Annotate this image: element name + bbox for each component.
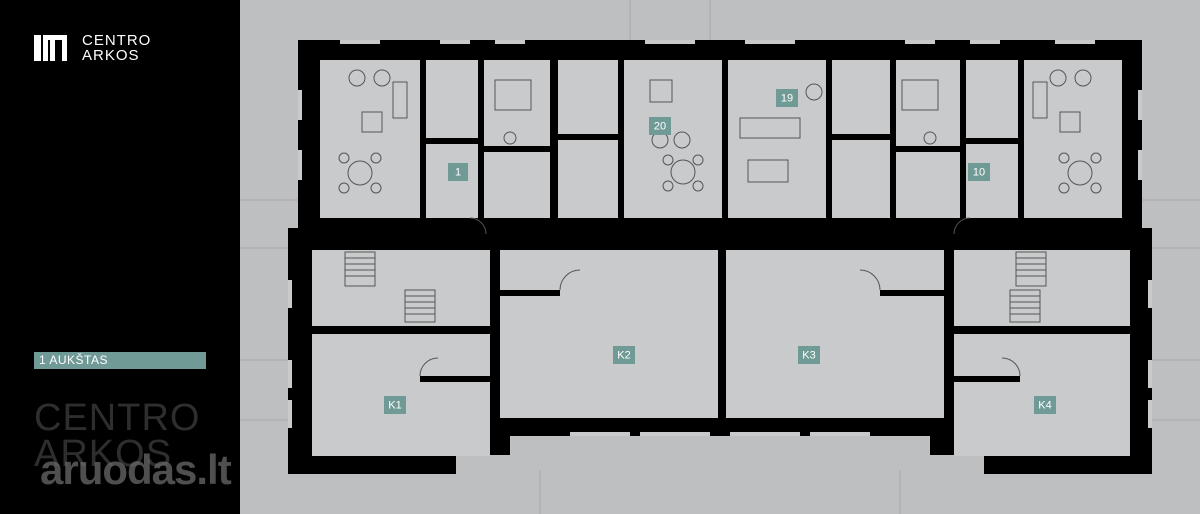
- unit-tag-box: [384, 396, 406, 414]
- unit-tag-label: 1: [455, 167, 461, 179]
- room-k1: [312, 334, 490, 456]
- partitions: [312, 40, 1130, 436]
- room-k3: [726, 250, 944, 418]
- unit-tag-label: K4: [1038, 400, 1051, 412]
- unit-tag-box: [1034, 396, 1056, 414]
- room-10-bedroom: [896, 60, 960, 146]
- unit-tag-box: [613, 346, 635, 364]
- watermark-brand: CENTRO ARKOS: [34, 397, 201, 475]
- rooms: [312, 60, 1130, 456]
- room-19-bath: [832, 140, 890, 218]
- stairs-east: [1009, 251, 1047, 323]
- unit-tag-label: 10: [973, 167, 985, 179]
- unit-tag-box: [798, 346, 820, 364]
- watermark-line-2: ARKOS: [34, 433, 173, 475]
- unit-tag-label: 19: [781, 93, 793, 105]
- unit-tag-box: [448, 163, 468, 181]
- windows: [288, 40, 1152, 436]
- room-stair-east: [954, 250, 1130, 326]
- room-20-living: [624, 60, 722, 218]
- room-19-living: [728, 60, 826, 218]
- unit-tag-u19: 19: [776, 89, 798, 107]
- unit-tag-u20: 20: [649, 117, 671, 135]
- room-10-living: [1024, 60, 1122, 218]
- room-stair-west: [312, 250, 490, 326]
- room-1-bath: [484, 152, 550, 218]
- unit-tag-k2: K2: [613, 346, 635, 364]
- unit-tag-label: 20: [654, 121, 666, 133]
- brand-logo: CENTRO ARKOS: [34, 33, 151, 63]
- unit-tag-label: K2: [617, 350, 630, 362]
- unit-tag-u1: 1: [448, 163, 468, 181]
- brand-mark-icon: [34, 35, 67, 61]
- unit-tag-k3: K3: [798, 346, 820, 364]
- brand-wordmark: CENTRO ARKOS: [82, 33, 151, 63]
- unit-tag-k1: K1: [384, 396, 406, 414]
- unit-tag-u10: 10: [968, 163, 990, 181]
- room-1-living: [320, 60, 420, 218]
- room-k2: [500, 250, 718, 418]
- unit-tag-k4: K4: [1034, 396, 1056, 414]
- watermark-site: aruodas.lt: [40, 446, 232, 493]
- unit-tag-box: [968, 163, 990, 181]
- floor-label: 1 AUKŠTAS: [34, 352, 206, 369]
- room-k4: [954, 334, 1130, 456]
- room-10-hall: [966, 60, 1018, 138]
- room-1-bedroom: [484, 60, 550, 146]
- sidebar: CENTRO ARKOS 1 AUKŠTAS CENTRO ARKOS aruo…: [0, 0, 240, 514]
- watermark-line-1: CENTRO: [34, 397, 201, 439]
- unit-tag-box: [649, 117, 671, 135]
- room-19-hall: [832, 60, 890, 134]
- unit-tag-label: K1: [388, 400, 401, 412]
- room-20-bath: [558, 140, 618, 218]
- room-1-hall: [426, 60, 478, 138]
- brand-line-1: CENTRO: [82, 32, 152, 49]
- unit-tag-box: [776, 89, 798, 107]
- unit-tag-label: K3: [802, 350, 815, 362]
- stairs-west: [344, 251, 436, 323]
- room-10-bath: [896, 152, 960, 218]
- room-20-hall: [558, 60, 618, 134]
- brand-line-2: ARKOS: [82, 47, 140, 64]
- furniture: [338, 69, 1102, 377]
